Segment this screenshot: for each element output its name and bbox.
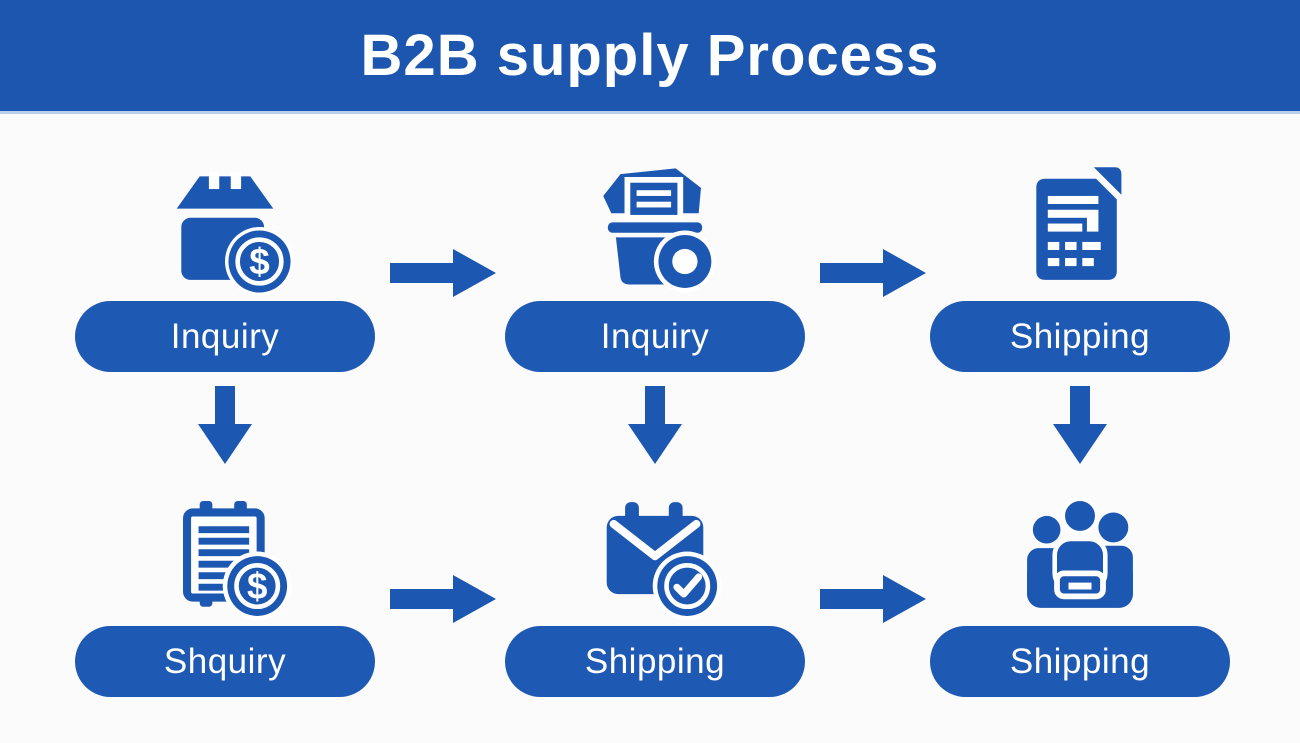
arrow-down-icon xyxy=(1053,386,1107,466)
dollar-glyph: $ xyxy=(247,566,267,607)
step-pill-2: Inquiry xyxy=(505,301,805,372)
diagram-board: $ xyxy=(0,114,1300,743)
step-label: Shquiry xyxy=(163,641,287,681)
price-list-dollar-icon: $ xyxy=(156,486,294,624)
step-label: Shipping xyxy=(584,641,726,681)
step-pill-1: Inquiry xyxy=(75,301,375,372)
arrow-right-icon xyxy=(390,246,498,300)
arrow-right-icon xyxy=(390,572,498,626)
dollar-glyph: $ xyxy=(249,241,269,282)
step-pill-6: Shipping xyxy=(930,626,1230,697)
supply-cart-icon xyxy=(586,158,724,296)
arrow-right-icon xyxy=(820,246,928,300)
mail-check-icon xyxy=(586,486,724,624)
arrow-right-icon xyxy=(820,572,928,626)
step-label: Shipping xyxy=(1009,316,1151,356)
header-banner: B2B supply Process xyxy=(0,0,1300,114)
step-pill-4: Shquiry xyxy=(75,626,375,697)
package-dollar-icon: $ xyxy=(156,158,294,296)
step-label: Inquiry xyxy=(170,316,280,356)
step-label: Inquiry xyxy=(600,316,710,356)
step-label: Shipping xyxy=(1009,641,1151,681)
page-title: B2B supply Process xyxy=(360,23,940,88)
step-pill-3: Shipping xyxy=(930,301,1230,372)
step-pill-5: Shipping xyxy=(505,626,805,697)
team-meeting-icon xyxy=(1011,486,1149,624)
arrow-down-icon xyxy=(198,386,252,466)
arrow-down-icon xyxy=(628,386,682,466)
invoice-document-icon xyxy=(1011,158,1149,296)
